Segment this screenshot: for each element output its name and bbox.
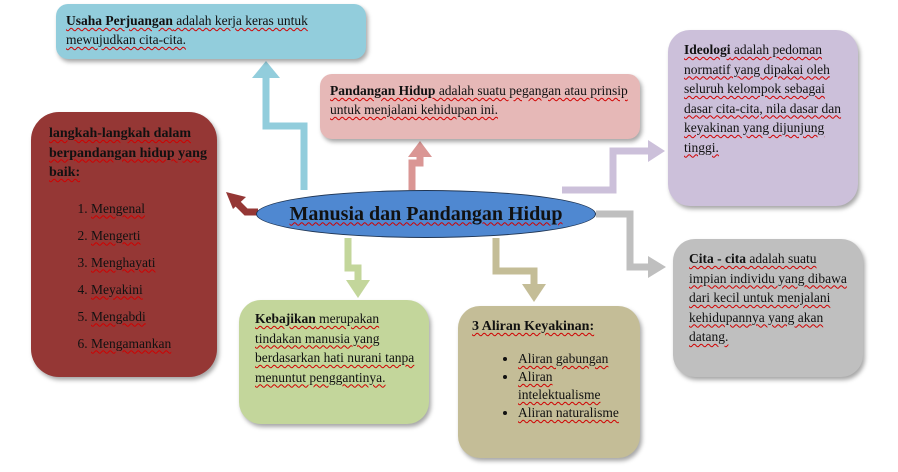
central-topic: Manusia dan Pandangan Hidup [256,190,596,238]
node-kebajikan: Kebajikan merupakan tindakan manusia yan… [239,300,429,424]
arrow-to-cita [596,210,650,271]
heading-aliran: 3 Aliran Keyakinan: [472,319,595,334]
term-pandangan: Pandangan Hidup [330,83,436,98]
term-cita: Cita - cita [689,251,746,266]
arrow-head-kebajikan [346,280,370,298]
arrow-head-cita [648,256,666,278]
node-langkah-langkah: langkah-langkah dalam berpandangan hidup… [31,112,217,377]
definition-pandangan: adalah suatu pegangan atau prinsip untuk… [330,83,628,117]
arrow-to-pandangan [408,155,424,190]
list-item: Mengerti [91,222,207,249]
definition-cita: adalah suatu impian individu yang dibawa… [689,251,847,344]
term-usaha: Usaha Perjuangan [66,13,173,28]
term-ideologi: Ideologi [684,42,731,57]
definition-kebajikan: merupakan tindakan manusia yang berdasar… [255,311,415,385]
list-item: Aliran intelektualisme [518,368,630,404]
term-kebajikan: Kebajikan [255,311,316,326]
list-item: Mengabdi [91,303,207,330]
arrow-head-pandangan [408,141,432,157]
node-cita-cita: Cita - cita adalah suatu impian individu… [673,239,863,377]
heading-langkah: langkah-langkah dalam berpandangan hidup… [49,126,207,180]
central-title: Manusia dan Pandangan Hidup [289,202,563,225]
arrow-head-aliran [522,284,546,302]
arrow-to-aliran [492,238,538,284]
list-item: Meyakini [91,276,207,303]
node-usaha-perjuangan: Usaha Perjuangan adalah kerja keras untu… [56,4,366,59]
arrow-head-langkah [226,192,246,209]
list-item: Aliran naturalisme [518,404,630,422]
node-aliran-keyakinan: 3 Aliran Keyakinan: Aliran gabungan Alir… [458,306,640,458]
definition-ideologi: adalah pedoman normatif yang dipakai ole… [684,42,842,155]
list-item: Menghayati [91,249,207,276]
list-langkah: Mengenal Mengerti Menghayati Meyakini Me… [49,195,207,357]
list-item: Mengamankan [91,330,207,357]
arrow-to-usaha [262,78,308,190]
arrow-to-ideologi [562,147,650,194]
arrow-to-kebajikan [344,238,362,280]
node-pandangan-hidup: Pandangan Hidup adalah suatu pegangan at… [320,74,640,139]
arrow-head-usaha [252,61,280,78]
list-item: Mengenal [91,195,207,222]
definition-usaha: adalah kerja keras untuk mewujudkan cita… [66,13,308,47]
arrow-head-ideologi [648,140,665,162]
list-item: Aliran gabungan [518,350,630,368]
node-ideologi: Ideologi adalah pedoman normatif yang di… [668,30,858,206]
list-aliran: Aliran gabungan Aliran intelektualisme A… [472,350,630,422]
arrow-to-langkah [235,201,258,216]
